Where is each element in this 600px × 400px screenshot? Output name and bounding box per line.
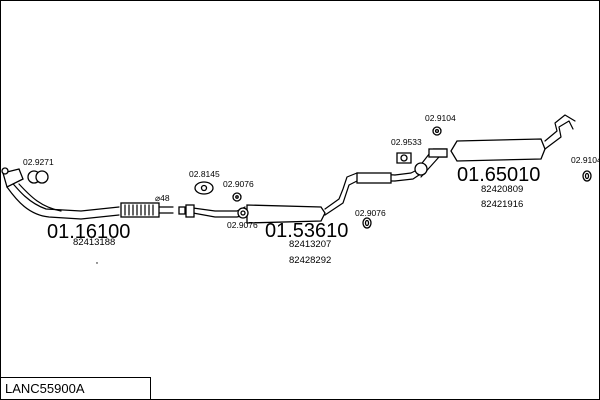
kit-code-label: LANC55900A bbox=[5, 381, 85, 396]
hanger-02-9104-top-label: 02.9104 bbox=[425, 113, 456, 123]
center-silencer-oe-number-2: 82428292 bbox=[289, 255, 331, 266]
hanger-02-9076-b-label: 02.9076 bbox=[227, 220, 258, 230]
kit-code-box: LANC55900A bbox=[1, 377, 151, 399]
rear-silencer-part-number: 01.65010 bbox=[457, 164, 540, 186]
front-pipe-part bbox=[2, 168, 186, 220]
center-silencer-part bbox=[185, 168, 420, 224]
hanger-02-9104-right-icon bbox=[582, 170, 592, 182]
hanger-02-9533-icon bbox=[396, 152, 412, 164]
hanger-02-9076-c-icon bbox=[362, 217, 372, 229]
hanger-02-8145-label: 02.8145 bbox=[189, 169, 220, 179]
hanger-02-9104-right-label: 02.9104 bbox=[571, 155, 599, 165]
flange-icon bbox=[414, 162, 428, 176]
rear-silencer-part bbox=[418, 114, 576, 178]
clamp-02-9271-icon bbox=[27, 170, 49, 184]
hanger-02-9533-label: 02.9533 bbox=[391, 137, 422, 147]
center-silencer-oe-number-1: 82413207 bbox=[289, 239, 331, 250]
diameter-label: ⌀48 bbox=[155, 193, 170, 203]
front-pipe-part-number: 01.16100 bbox=[47, 221, 130, 243]
rear-silencer-oe-number-1: 82420809 bbox=[481, 184, 523, 195]
rear-silencer-oe-number-2: 82421916 bbox=[481, 199, 523, 210]
hanger-02-9104-top-icon bbox=[432, 126, 442, 136]
center-silencer-part-number: 01.53610 bbox=[265, 220, 348, 242]
hanger-02-9076-a-label: 02.9076 bbox=[223, 179, 254, 189]
hanger-02-9076-c-label: 02.9076 bbox=[355, 208, 386, 218]
speck-mark bbox=[96, 262, 98, 264]
front-pipe-oe-number: 82413188 bbox=[73, 237, 115, 248]
hanger-02-9076-b-icon bbox=[237, 207, 249, 219]
hanger-02-9076-a-icon bbox=[232, 192, 242, 202]
clamp-ref-label: 02.9271 bbox=[23, 157, 54, 167]
hanger-02-8145-icon bbox=[194, 181, 214, 195]
small-clamp-left-icon bbox=[1, 167, 9, 175]
